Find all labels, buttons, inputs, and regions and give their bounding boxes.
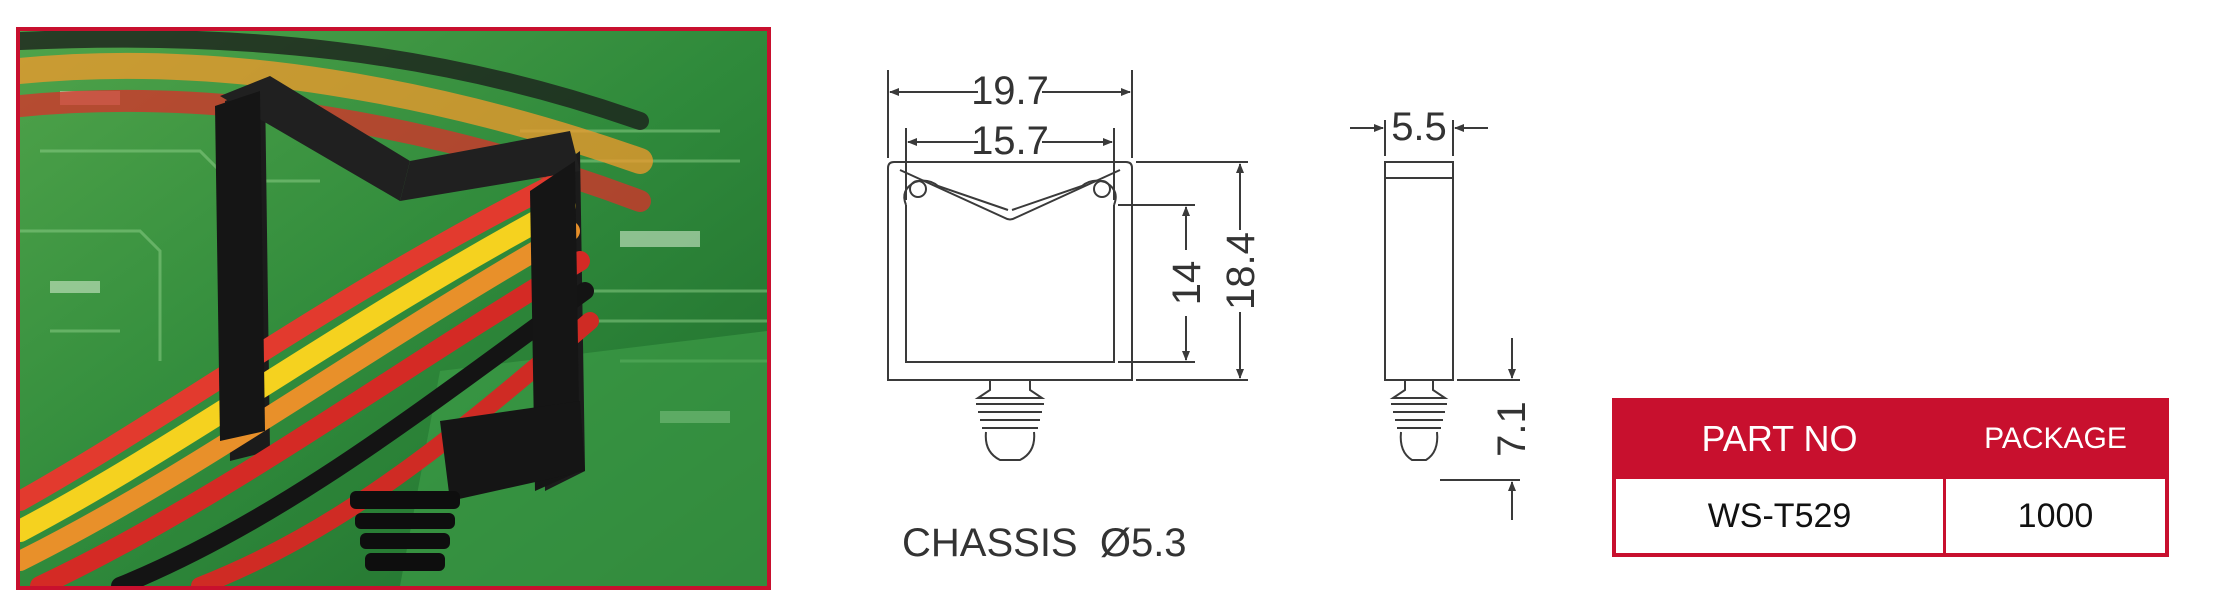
side-view-body (1384, 161, 1454, 381)
cell-package: 1000 (1943, 476, 2169, 557)
dim-inner-height: 14 (1165, 261, 1209, 306)
product-photo-illustration (20, 31, 767, 586)
spec-table: PART NO PACKAGE WS-T529 1000 (1612, 398, 2169, 557)
dim-outer-height: 18.4 (1219, 232, 1263, 310)
chassis-label: CHASSIS Ø5.3 (902, 521, 1187, 565)
dim-outer-width: 19.7 (971, 69, 1049, 113)
table-header-row: PART NO PACKAGE (1612, 398, 2169, 479)
front-view-pin (974, 380, 1046, 399)
dim-inner-width: 15.7 (971, 119, 1049, 163)
technical-drawing: 19.7 15.7 14 18.4 5.5 7.1 CHASSIS Ø5.3 (887, 69, 1534, 565)
front-view-outline (887, 161, 1133, 381)
table-row: WS-T529 1000 (1612, 476, 2169, 557)
product-photo (16, 27, 771, 590)
dim-side-thickness: 5.5 (1391, 105, 1447, 149)
header-part-no: PART NO (1612, 398, 1946, 479)
front-view-window (905, 205, 1115, 363)
header-package: PACKAGE (1943, 398, 2169, 479)
side-view-pin (1389, 380, 1449, 399)
dim-pin-length: 7.1 (1490, 401, 1534, 457)
cell-part-no: WS-T529 (1612, 476, 1946, 557)
